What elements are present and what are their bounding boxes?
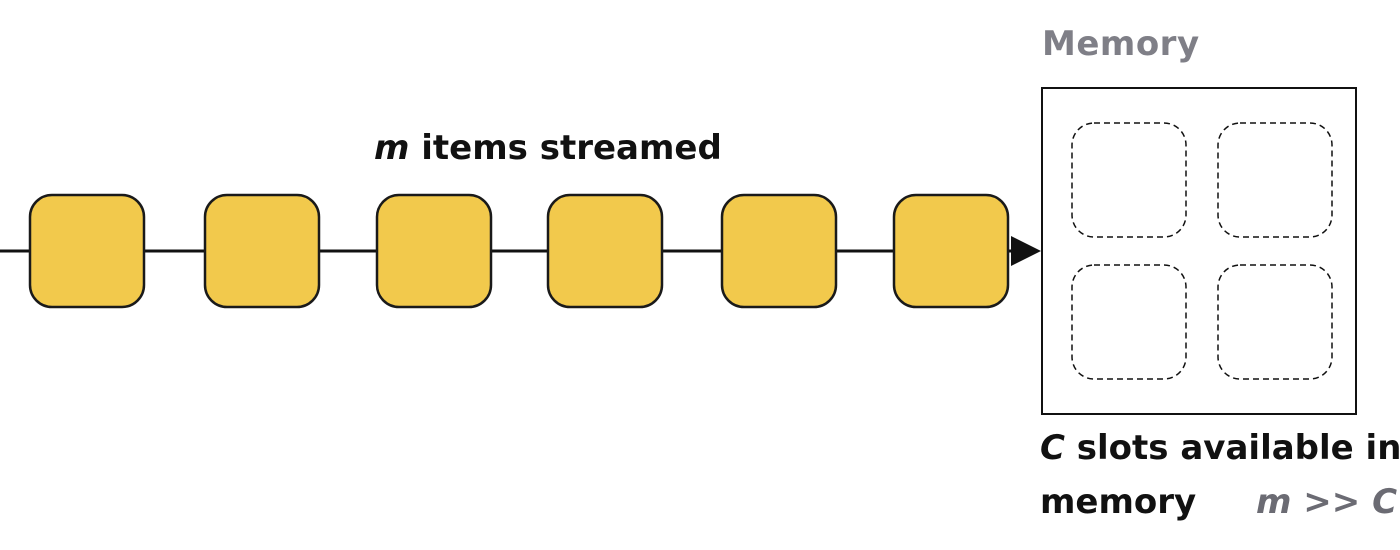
- relation-label: m >> C: [1256, 482, 1398, 522]
- memory-slot: [1071, 264, 1187, 380]
- stream-item: [203, 193, 321, 309]
- stream-item: [720, 193, 838, 309]
- stream-label: m items streamed: [374, 128, 722, 168]
- stream-item: [375, 193, 493, 309]
- memory-slot: [1217, 264, 1333, 380]
- memory-slot: [1217, 122, 1333, 238]
- capacity-label-line2: memory: [1040, 482, 1197, 522]
- stream-item: [546, 193, 664, 309]
- memory-slots: [1071, 122, 1333, 380]
- stream-item: [892, 193, 1010, 309]
- stream-items: [28, 193, 1010, 309]
- memory-title: Memory: [1042, 24, 1200, 64]
- capacity-variable: C: [1040, 428, 1065, 468]
- memory-slot: [1071, 122, 1187, 238]
- stream-variable: m: [374, 128, 410, 168]
- capacity-label-line1: C slots available in: [1040, 428, 1400, 468]
- capacity-label-text: slots available in: [1064, 428, 1400, 468]
- memory-box: [1041, 87, 1357, 415]
- stream-item: [28, 193, 146, 309]
- stream-label-text: items streamed: [409, 128, 722, 168]
